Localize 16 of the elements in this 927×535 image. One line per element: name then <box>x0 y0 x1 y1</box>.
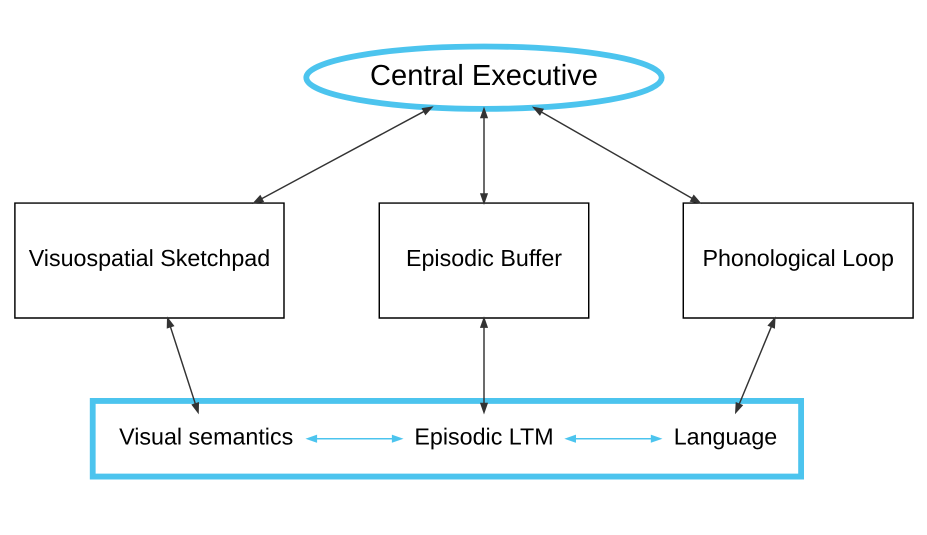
node-box: Visuospatial Sketchpad <box>14 202 284 319</box>
node-text: Language <box>673 423 777 450</box>
arrow <box>166 316 199 414</box>
node-box: Episodic Buffer <box>378 202 589 319</box>
node-text: Visual semantics <box>118 423 293 450</box>
arrow <box>531 106 702 204</box>
arrow <box>734 316 776 414</box>
arrow <box>304 434 404 443</box>
cluster <box>89 398 804 480</box>
arrow <box>252 106 434 204</box>
node-box: Phonological Loop <box>682 202 914 319</box>
node-text: Episodic LTM <box>414 423 554 450</box>
arrow <box>479 316 488 414</box>
arrow <box>564 434 662 443</box>
node-ellipse: Central Executive <box>302 44 664 112</box>
arrow <box>479 106 488 205</box>
